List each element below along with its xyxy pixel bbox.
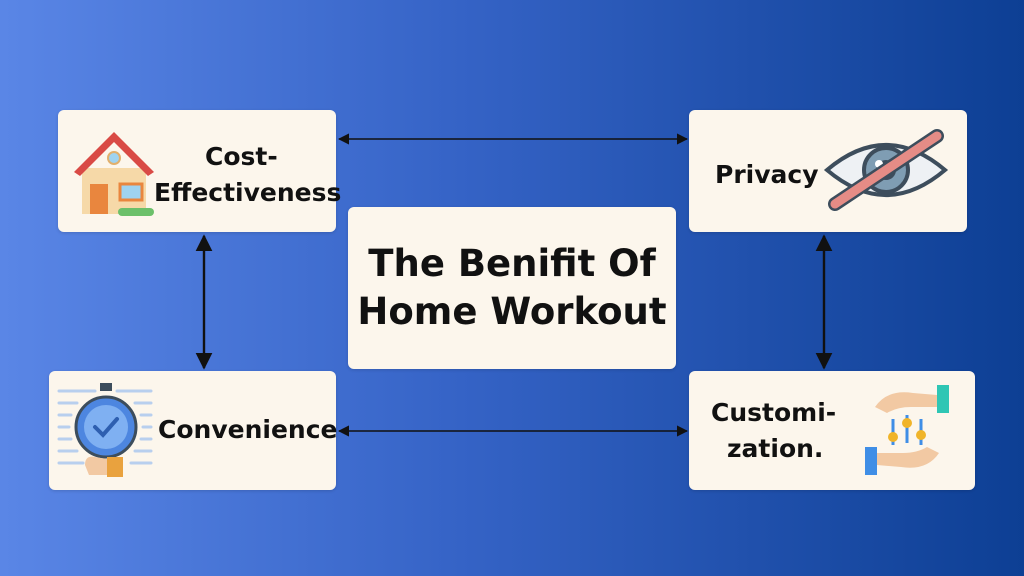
diagram-title: The Benifit Of Home Workout	[357, 240, 666, 336]
stopwatch-icon	[57, 383, 153, 477]
node-convenience: Convenience	[49, 371, 338, 490]
house-icon	[74, 132, 154, 216]
node-label: Privacy	[715, 160, 819, 189]
eye-slash-icon	[823, 129, 949, 211]
diagram-title-box: The Benifit Of Home Workout	[348, 207, 676, 369]
node-label: Convenience	[158, 415, 338, 444]
node-cost-effectiveness: Cost- Effectiveness	[58, 110, 341, 232]
node-privacy: Privacy	[689, 110, 967, 232]
node-label-line1: Cost-	[205, 142, 278, 171]
title-line2: Home Workout	[357, 290, 667, 333]
hands-sliders-icon	[865, 385, 949, 475]
node-label-line1: Customi-	[711, 398, 837, 427]
title-line1: The Benifit Of	[368, 242, 656, 285]
node-label-line2: Effectiveness	[154, 178, 342, 207]
node-customization: Customi- zation.	[689, 371, 975, 490]
node-label-line2: zation.	[727, 434, 824, 463]
